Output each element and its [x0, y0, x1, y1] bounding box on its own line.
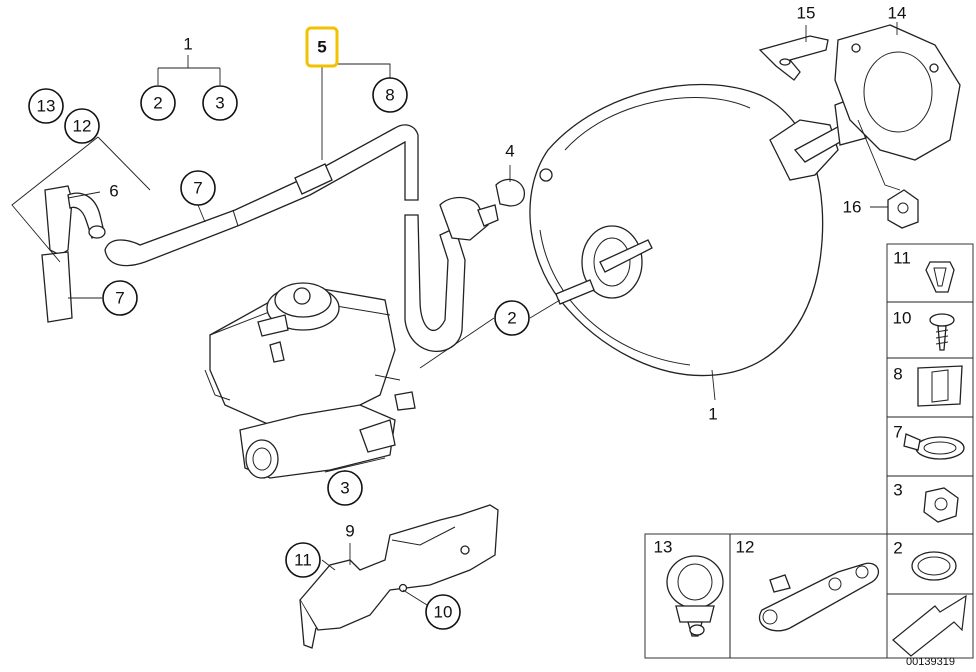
- panel-item-12[interactable]: 12: [736, 538, 880, 632]
- callout-8[interactable]: 8: [372, 77, 408, 113]
- svg-text:7: 7: [893, 423, 902, 442]
- master-cylinder: [204, 282, 416, 479]
- callout-2-stud[interactable]: 2: [494, 300, 530, 336]
- vacuum-hose-assembly: [41, 124, 526, 353]
- callout-13[interactable]: 13: [28, 88, 64, 124]
- panel-item-10[interactable]: 10: [893, 309, 955, 351]
- callout-7-left[interactable]: 7: [102, 280, 138, 316]
- nut-clip-16: [887, 189, 919, 229]
- svg-text:15: 15: [797, 4, 816, 23]
- svg-text:10: 10: [893, 309, 912, 328]
- svg-text:5: 5: [317, 38, 326, 57]
- callout-4: 4: [505, 142, 514, 161]
- leader-lines: [11, 22, 901, 611]
- svg-text:8: 8: [893, 365, 902, 384]
- callout-10[interactable]: 10: [425, 594, 461, 630]
- svg-text:14: 14: [888, 4, 907, 23]
- svg-text:10: 10: [434, 603, 453, 622]
- panel-item-11[interactable]: 11: [893, 249, 955, 293]
- brake-booster: [529, 83, 872, 377]
- svg-text:7: 7: [115, 289, 124, 308]
- panel-item-8[interactable]: 8: [893, 365, 963, 407]
- clip-15: [758, 35, 829, 81]
- svg-text:4: 4: [505, 142, 514, 161]
- callout-5-highlighted[interactable]: 5: [305, 26, 339, 68]
- svg-text:13: 13: [37, 97, 56, 116]
- svg-text:2: 2: [507, 309, 516, 328]
- svg-text:1: 1: [183, 35, 192, 54]
- svg-text:11: 11: [893, 249, 911, 268]
- bracket: [299, 504, 499, 649]
- panel-item-3[interactable]: 3: [893, 481, 959, 523]
- callout-3-top[interactable]: 3: [202, 85, 238, 121]
- gasket-14: [834, 24, 961, 161]
- callout-7-hose[interactable]: 7: [180, 170, 216, 206]
- panel-item-2[interactable]: 2: [893, 539, 957, 581]
- callout-16: 16: [843, 198, 862, 217]
- callout-11[interactable]: 11: [285, 542, 321, 578]
- bottom-parts-panel: 13 12: [644, 533, 888, 659]
- svg-text:2: 2: [893, 539, 902, 558]
- callout-1-top: 1: [183, 35, 192, 54]
- svg-text:3: 3: [340, 479, 349, 498]
- svg-text:12: 12: [73, 117, 92, 136]
- callout-3-cylinder[interactable]: 3: [327, 470, 363, 506]
- panel-item-7[interactable]: 7: [893, 423, 965, 460]
- callout-2-top[interactable]: 2: [140, 85, 176, 121]
- svg-text:3: 3: [893, 481, 902, 500]
- svg-text:13: 13: [654, 538, 673, 557]
- svg-text:8: 8: [385, 86, 394, 105]
- diagram-id: 00139319: [906, 656, 955, 668]
- callout-9: 9: [345, 522, 354, 541]
- callout-1-booster: 1: [708, 405, 717, 424]
- callout-12[interactable]: 12: [64, 108, 100, 144]
- svg-text:3: 3: [215, 94, 224, 113]
- callout-15: 15: [797, 4, 816, 23]
- svg-text:11: 11: [294, 551, 312, 570]
- side-parts-panel: 11 10 8 7 3 2: [886, 243, 974, 659]
- svg-text:7: 7: [193, 179, 202, 198]
- callout-14: 14: [888, 4, 907, 23]
- svg-text:9: 9: [345, 522, 354, 541]
- arrow-icon[interactable]: [892, 594, 967, 657]
- panel-item-13[interactable]: 13: [654, 538, 724, 637]
- svg-text:12: 12: [736, 538, 755, 557]
- svg-text:1: 1: [708, 405, 717, 424]
- svg-text:16: 16: [843, 198, 862, 217]
- callout-6: 6: [109, 182, 118, 201]
- svg-text:2: 2: [153, 94, 162, 113]
- svg-text:6: 6: [109, 182, 118, 201]
